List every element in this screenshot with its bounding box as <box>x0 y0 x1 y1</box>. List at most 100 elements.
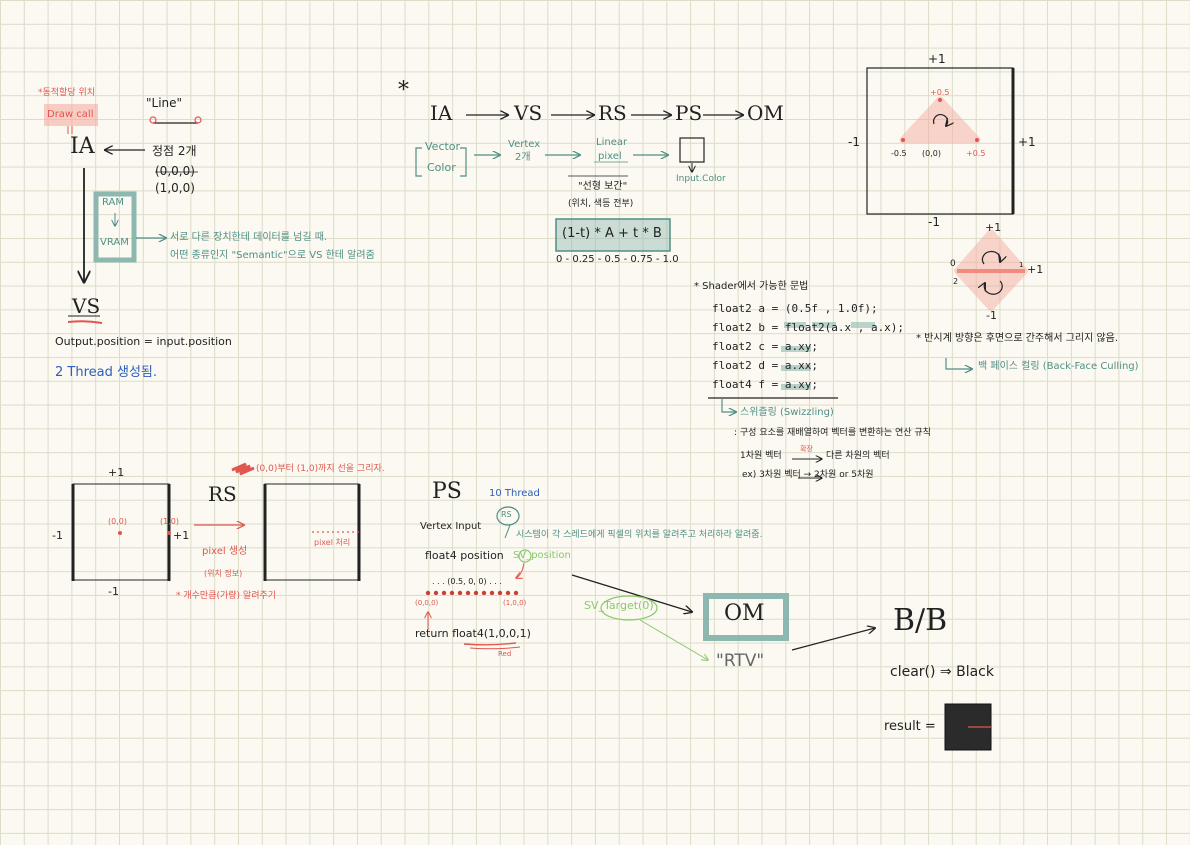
tri-bottom: -1 <box>928 215 940 229</box>
cull-arrow <box>945 358 972 369</box>
om-label: OM <box>724 601 765 626</box>
right-coord: (1,0,0) <box>503 599 527 607</box>
lerp-sub: (위치, 색등 전부) <box>568 199 634 209</box>
stage-ia: IA <box>430 101 453 125</box>
ram-vram-box <box>93 191 137 263</box>
tri-top: +1 <box>928 52 946 66</box>
triangle-shape <box>899 96 981 144</box>
lerp-formula: (1-t) * A + t * B <box>562 226 662 241</box>
rtv-to-bb-arrow <box>791 628 875 651</box>
pixel-process: pixel 처리 <box>314 538 351 547</box>
return-code: return float4(1,0,0,1) <box>415 627 531 640</box>
vs-code: Output.position = input.position <box>55 335 232 348</box>
code-line-3: float2 c = a.xy; <box>712 340 818 353</box>
pixel-dots <box>425 590 519 596</box>
result-label: result = <box>884 719 936 734</box>
line-label: "Line" <box>146 96 183 110</box>
pixel-label: pixel <box>598 151 622 162</box>
code-line-5: float4 f = a.xy; <box>712 378 818 391</box>
sv-position: SV_position <box>513 550 571 561</box>
rs-note-top: (0,0)부터 (1,0)까지 선을 그리자. <box>256 464 385 474</box>
draw-call-highlight <box>44 104 98 126</box>
draw-call-label: Draw call <box>47 109 94 120</box>
device-note-2: 어떤 종류인지 "Semantic"으로 VS 한테 알려줌 <box>170 250 375 261</box>
swizzle-ex1-b: 다른 차원의 벡터 <box>826 451 890 461</box>
swizzle-title: * Shader에서 가능한 문법 <box>694 281 809 292</box>
rs-inform: * 개수만큼(가량) 알려주기 <box>176 591 277 601</box>
code-line-2: float2 b = float2(a.x , a.x); <box>712 321 905 334</box>
ps-to-om-arrow <box>571 574 692 612</box>
tri-apex: +0.5 <box>930 88 950 97</box>
vertex-0: (0,0,0) <box>155 164 195 178</box>
swizzle-arrow <box>721 398 736 412</box>
lerp-sequence: 0 - 0.25 - 0.5 - 0.75 - 1.0 <box>556 254 679 265</box>
ps-note: 시스템이 각 스레드에게 픽셀의 위치를 알려주고 처리하라 알려줌. <box>516 530 763 540</box>
stage-vs: VS <box>514 101 543 125</box>
stage-ps: PS <box>675 101 703 125</box>
rs-p1: (1,0) <box>160 517 179 526</box>
sv-target: SV_Target(0) <box>584 599 654 612</box>
rs-bottom: -1 <box>108 585 119 598</box>
ps-thread: 10 Thread <box>489 488 540 499</box>
linear-label: Linear <box>596 137 628 148</box>
stage-rs: RS <box>598 101 627 125</box>
rs-badge: RS <box>501 510 512 519</box>
diamond-bottom: -1 <box>986 309 997 322</box>
rs-label: RS <box>208 482 237 506</box>
swizzle-ex1-a: 1차원 벡터 <box>740 451 782 461</box>
cull-label: 백 페이스 컬링 (Back-Face Culling) <box>978 361 1139 372</box>
vertex-1: (1,0,0) <box>155 181 195 195</box>
diamond-l2: 2 <box>953 277 959 286</box>
draw-call-tail <box>67 126 73 134</box>
thread-note: 2 Thread 생성됨. <box>55 365 158 380</box>
vs-underline <box>67 320 103 324</box>
stage-om: OM <box>747 101 784 125</box>
tri-left: -1 <box>848 135 860 149</box>
left-coord: (0,0,0) <box>415 599 439 607</box>
color-label: Color <box>427 161 456 174</box>
diamond-r1: 1 <box>1019 261 1024 269</box>
rtv-label: "RTV" <box>716 651 765 671</box>
swizzling-label: 스위즐링 (Swizzling) <box>740 407 834 418</box>
pixel-square <box>679 137 705 163</box>
clear-label: clear() ⇒ Black <box>890 664 994 680</box>
ia-label: IA <box>70 134 95 159</box>
lerp-title: "선형 보간" <box>578 181 628 192</box>
tri-right: +1 <box>1018 135 1036 149</box>
rs-p0: (0,0) <box>108 517 127 526</box>
dots-label: . . . (0.5, 0, 0) . . . <box>432 577 502 586</box>
scribble <box>231 462 255 476</box>
red-label: Red <box>498 650 512 658</box>
rs-right: +1 <box>173 529 190 542</box>
tri-right-pt: +0.5 <box>966 149 986 158</box>
swizzle-ex1-mid: 확장 <box>800 445 813 453</box>
pixel-gen-sub: (위치 정보) <box>204 569 243 578</box>
device-note-1: 서로 다른 장치한테 데이터를 넘길 때. <box>170 232 328 243</box>
code-line-4: float2 d = a.xx; <box>712 359 818 372</box>
vram-label: VRAM <box>100 237 129 248</box>
om-box <box>703 593 789 641</box>
cull-note: * 반시계 방향은 후면으로 간주해서 그리지 않음. <box>916 333 1119 344</box>
swizzle-ex2: ex) 3차원 벡터 → 2차원 or 5차원 <box>742 470 874 480</box>
vector-label: Vector <box>425 140 461 153</box>
formula-highlight <box>556 219 670 251</box>
vertex-label: Vertex <box>508 139 541 150</box>
vertices-count: 정점 2개 <box>152 144 197 158</box>
input-color-label: Input.Color <box>676 174 726 184</box>
diamond-left: 0 <box>950 259 956 269</box>
diamond-top: +1 <box>985 221 1002 234</box>
pipeline-asterisk: * <box>398 78 409 103</box>
code-line-1: float2 a = (0.5f , 1.0f); <box>712 302 878 315</box>
tri-origin: (0,0) <box>922 149 941 158</box>
diamond-right: +1 <box>1027 263 1044 276</box>
ps-label: PS <box>432 479 462 504</box>
target-to-rtv-arrow <box>639 619 708 660</box>
tri-left-pt: -0.5 <box>891 149 907 158</box>
rs-left: -1 <box>52 529 63 542</box>
float4-position: float4 position <box>425 549 504 562</box>
bb-label: B/B <box>893 603 948 638</box>
ram-label: RAM <box>102 197 125 208</box>
vertex-count: 2개 <box>515 152 531 163</box>
rs-top: +1 <box>108 466 125 479</box>
